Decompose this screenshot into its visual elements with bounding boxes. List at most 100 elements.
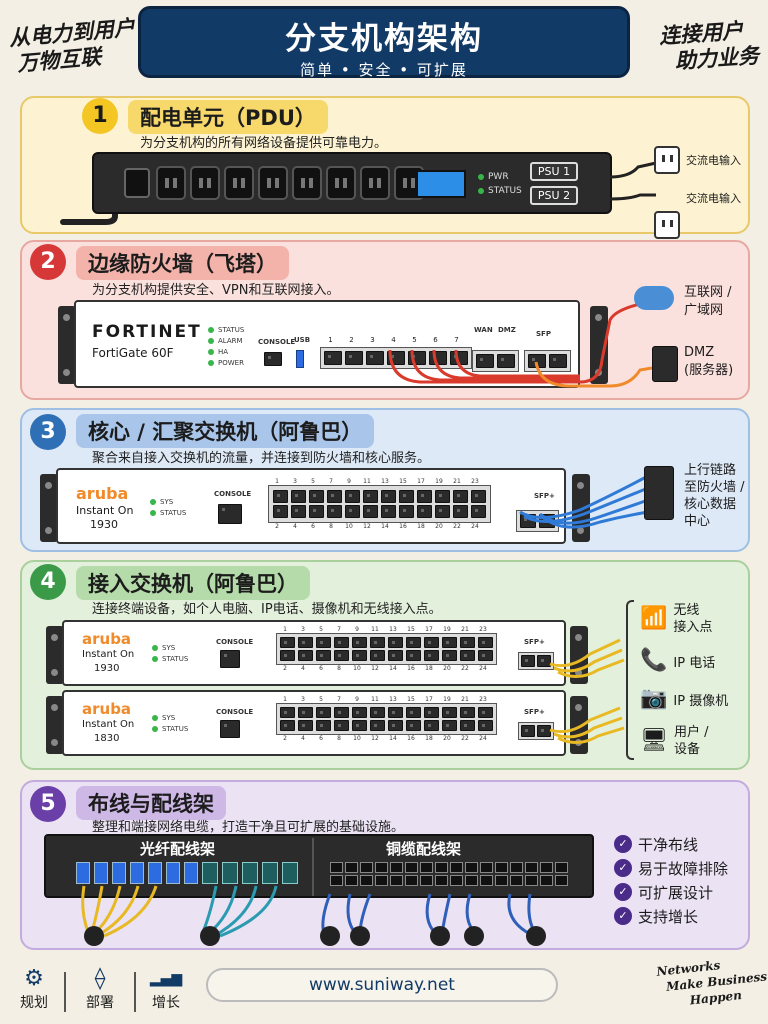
sfp-port[interactable]: [537, 655, 551, 667]
copper-port[interactable]: [405, 875, 418, 886]
copper-port[interactable]: [345, 862, 358, 873]
ethernet-port[interactable]: [352, 720, 367, 731]
ethernet-port[interactable]: [478, 720, 493, 731]
ethernet-port[interactable]: [273, 505, 288, 518]
ethernet-port[interactable]: [478, 650, 493, 661]
ethernet-port[interactable]: [298, 720, 313, 731]
ethernet-port[interactable]: [298, 637, 313, 648]
ethernet-port[interactable]: [327, 505, 342, 518]
ethernet-port[interactable]: [417, 490, 432, 503]
copper-port[interactable]: [390, 862, 403, 873]
ethernet-port[interactable]: [435, 490, 450, 503]
ethernet-port[interactable]: [388, 720, 403, 731]
ethernet-port[interactable]: [460, 707, 475, 718]
ethernet-port[interactable]: [424, 637, 439, 648]
ethernet-port[interactable]: [291, 490, 306, 503]
ethernet-port[interactable]: [478, 707, 493, 718]
ethernet-port[interactable]: [453, 505, 468, 518]
lan-port[interactable]: [324, 351, 342, 365]
usb-port[interactable]: [296, 350, 304, 368]
ethernet-port[interactable]: [453, 490, 468, 503]
console-port[interactable]: [264, 352, 282, 366]
ethernet-port[interactable]: [280, 720, 295, 731]
ethernet-port[interactable]: [352, 707, 367, 718]
copper-port[interactable]: [540, 862, 553, 873]
ethernet-port[interactable]: [471, 490, 486, 503]
copper-port[interactable]: [510, 862, 523, 873]
ethernet-port[interactable]: [435, 505, 450, 518]
sfp-port[interactable]: [521, 655, 535, 667]
ethernet-port[interactable]: [316, 707, 331, 718]
ethernet-port[interactable]: [442, 707, 457, 718]
ethernet-port[interactable]: [478, 637, 493, 648]
ethernet-port[interactable]: [388, 637, 403, 648]
copper-port[interactable]: [510, 875, 523, 886]
ethernet-port[interactable]: [388, 707, 403, 718]
ethernet-port[interactable]: [381, 490, 396, 503]
copper-port[interactable]: [465, 875, 478, 886]
copper-port[interactable]: [375, 862, 388, 873]
copper-port[interactable]: [435, 862, 448, 873]
copper-port[interactable]: [495, 875, 508, 886]
copper-port[interactable]: [540, 875, 553, 886]
ethernet-port[interactable]: [442, 637, 457, 648]
ethernet-port[interactable]: [363, 505, 378, 518]
pdu-main-switch[interactable]: [124, 168, 150, 198]
ethernet-port[interactable]: [345, 505, 360, 518]
ethernet-port[interactable]: [334, 707, 349, 718]
copper-port[interactable]: [450, 862, 463, 873]
copper-port[interactable]: [420, 875, 433, 886]
ethernet-port[interactable]: [280, 637, 295, 648]
copper-port[interactable]: [330, 875, 343, 886]
ethernet-port[interactable]: [370, 707, 385, 718]
ethernet-port[interactable]: [417, 505, 432, 518]
ethernet-port[interactable]: [399, 505, 414, 518]
ethernet-port[interactable]: [345, 490, 360, 503]
ethernet-port[interactable]: [316, 637, 331, 648]
ethernet-port[interactable]: [460, 637, 475, 648]
wan-port[interactable]: [476, 354, 494, 368]
ethernet-port[interactable]: [334, 637, 349, 648]
copper-port[interactable]: [525, 875, 538, 886]
copper-port[interactable]: [555, 862, 568, 873]
ethernet-port[interactable]: [291, 505, 306, 518]
copper-port[interactable]: [495, 862, 508, 873]
copper-port[interactable]: [420, 862, 433, 873]
ethernet-port[interactable]: [406, 637, 421, 648]
ethernet-port[interactable]: [370, 637, 385, 648]
ethernet-port[interactable]: [298, 650, 313, 661]
ethernet-port[interactable]: [280, 650, 295, 661]
copper-port[interactable]: [465, 862, 478, 873]
ethernet-port[interactable]: [334, 650, 349, 661]
ethernet-port[interactable]: [381, 505, 396, 518]
sfp-port[interactable]: [537, 725, 551, 737]
copper-port[interactable]: [480, 862, 493, 873]
copper-port[interactable]: [330, 862, 343, 873]
copper-port[interactable]: [375, 875, 388, 886]
ethernet-port[interactable]: [471, 505, 486, 518]
copper-port[interactable]: [555, 875, 568, 886]
copper-port[interactable]: [345, 875, 358, 886]
ethernet-port[interactable]: [309, 490, 324, 503]
footer-url[interactable]: www.suniway.net: [309, 975, 455, 995]
ethernet-port[interactable]: [424, 720, 439, 731]
ethernet-port[interactable]: [370, 720, 385, 731]
footer-url-box[interactable]: www.suniway.net: [206, 968, 558, 1002]
ethernet-port[interactable]: [460, 720, 475, 731]
ethernet-port[interactable]: [406, 650, 421, 661]
sfp-port[interactable]: [521, 725, 535, 737]
sfp-port[interactable]: [549, 354, 567, 368]
console-port[interactable]: [220, 650, 240, 668]
ethernet-port[interactable]: [406, 720, 421, 731]
ethernet-port[interactable]: [298, 707, 313, 718]
ethernet-port[interactable]: [424, 707, 439, 718]
ethernet-port[interactable]: [388, 650, 403, 661]
ethernet-port[interactable]: [460, 650, 475, 661]
copper-port[interactable]: [525, 862, 538, 873]
ethernet-port[interactable]: [424, 650, 439, 661]
ethernet-port[interactable]: [442, 650, 457, 661]
copper-port[interactable]: [360, 862, 373, 873]
copper-port[interactable]: [390, 875, 403, 886]
ethernet-port[interactable]: [334, 720, 349, 731]
ethernet-port[interactable]: [363, 490, 378, 503]
